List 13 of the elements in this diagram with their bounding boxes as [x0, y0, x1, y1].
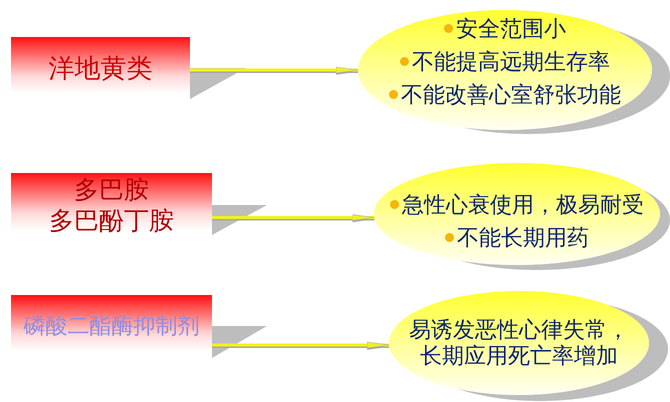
drug-name: 多巴胺 — [74, 174, 149, 205]
drug-name: 多巴酚丁胺 — [49, 205, 174, 236]
arrow — [212, 342, 390, 348]
arrow — [190, 66, 358, 74]
note-text: 不能改善心室舒张功能 — [401, 82, 621, 108]
drug-name: 磷酸二酯酶抑制剂 — [24, 312, 200, 340]
drug-name: 洋地黄类 — [48, 52, 152, 84]
note-text: 安全范围小 — [456, 16, 566, 42]
note-text: 急性心衰使用，极易耐受 — [402, 193, 644, 218]
note-text: 不能长期用药 — [457, 226, 589, 251]
arrow — [212, 214, 375, 221]
note-text: 不能提高远期生存率 — [412, 50, 610, 74]
note-text: 易诱发恶性心律失常，长期应用死亡率增加 — [408, 318, 630, 370]
